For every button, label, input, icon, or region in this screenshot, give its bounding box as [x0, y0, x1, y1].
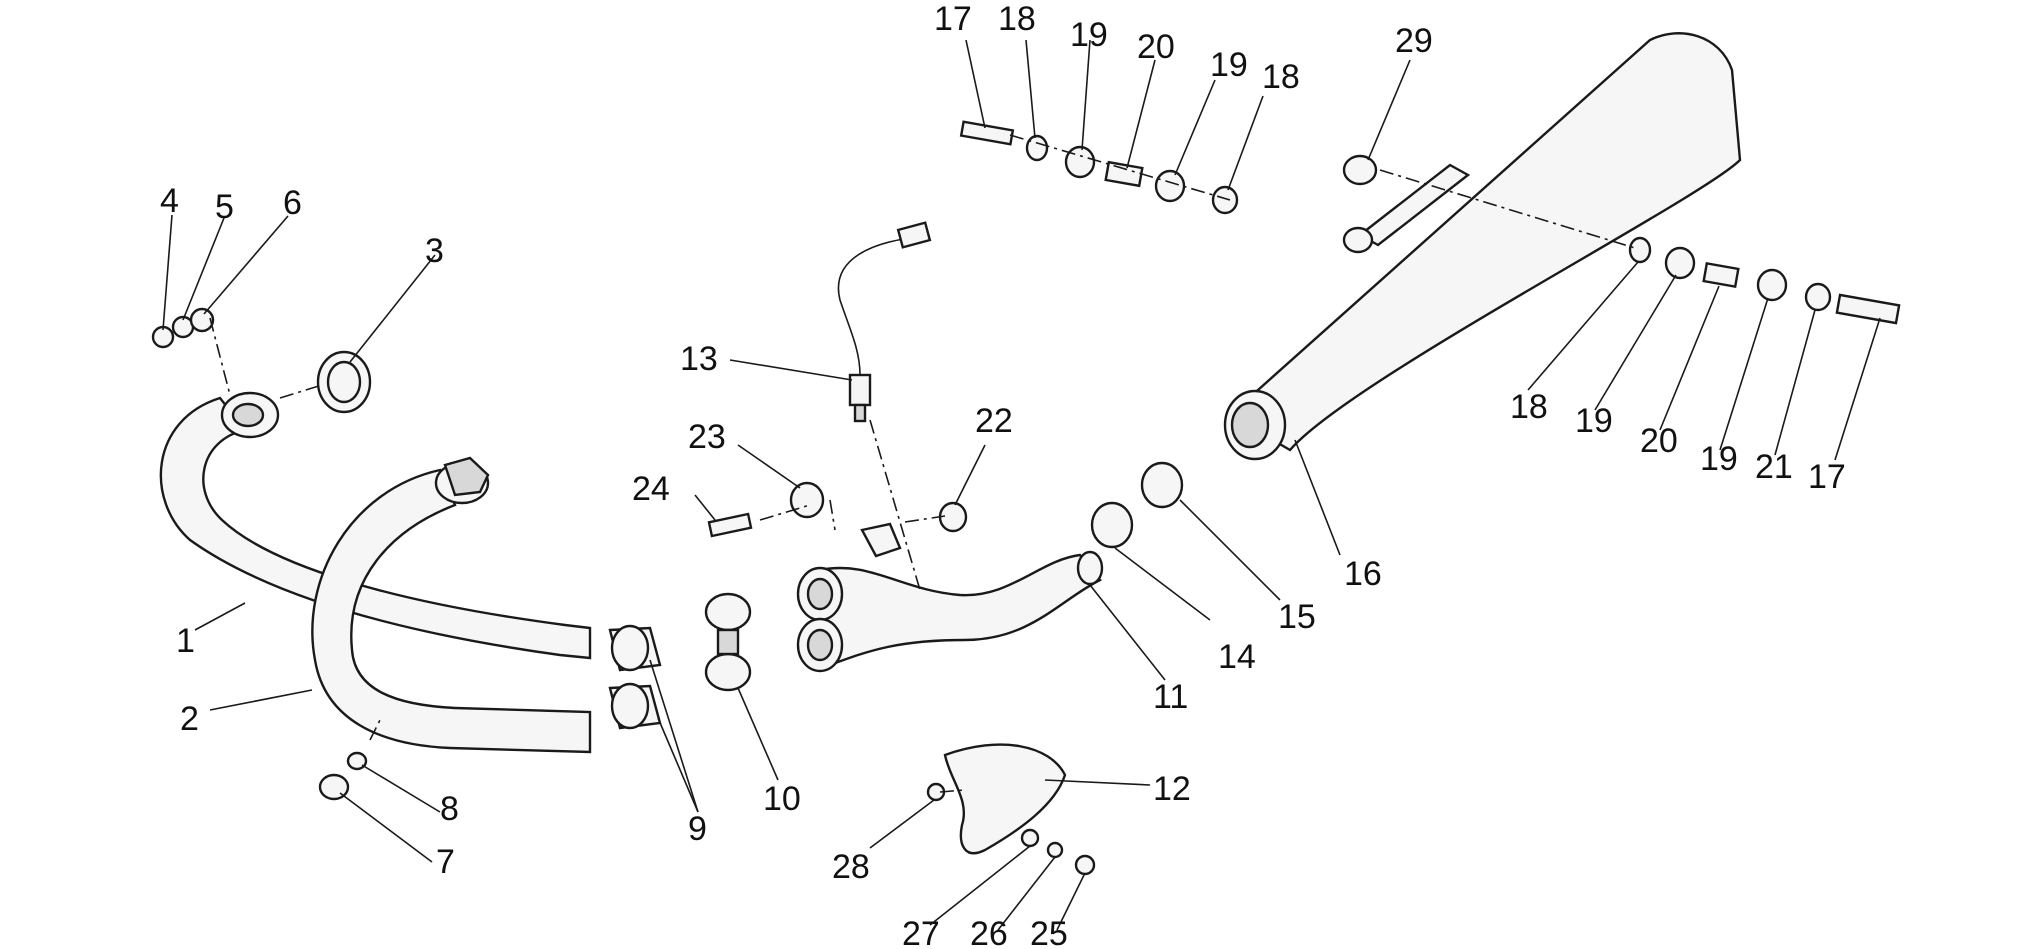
- callout-28: 28: [832, 848, 870, 886]
- y-collector: [796, 522, 1104, 673]
- callout-7: 7: [436, 843, 455, 881]
- double-clamp: [704, 592, 752, 692]
- callout-19-top-right: 19: [1210, 46, 1248, 84]
- callout-20-top: 20: [1137, 28, 1175, 66]
- callout-15: 15: [1278, 598, 1316, 636]
- muffler-clamp: [1090, 461, 1184, 549]
- callout-17-right: 17: [1808, 458, 1846, 496]
- callout-9: 9: [688, 810, 707, 848]
- callout-12: 12: [1153, 770, 1191, 808]
- heat-shield: [943, 743, 1067, 855]
- callout-19-right-a: 19: [1575, 402, 1613, 440]
- assembly-axes: [209, 134, 1636, 793]
- callout-19-top-left: 19: [1070, 16, 1108, 54]
- callout-13: 13: [680, 340, 718, 378]
- callout-20-right: 20: [1640, 422, 1678, 460]
- muffler: [1223, 32, 1742, 461]
- washer-set: [151, 307, 215, 349]
- callout-18-right: 18: [1510, 388, 1548, 426]
- callout-19-right-b: 19: [1700, 440, 1738, 478]
- callout-29: 29: [1395, 22, 1433, 60]
- callout-4: 4: [160, 182, 179, 220]
- callout-10: 10: [763, 780, 801, 818]
- callout-23: 23: [688, 418, 726, 456]
- shield-fasteners: [926, 782, 1096, 876]
- callout-24: 24: [632, 470, 670, 508]
- leader-lines: [162, 39, 1881, 931]
- sleeves: [608, 624, 662, 730]
- callout-18-top-right: 18: [1262, 58, 1300, 96]
- callout-17-top: 17: [934, 0, 972, 38]
- callout-27: 27: [902, 915, 940, 949]
- callout-11: 11: [1153, 678, 1188, 716]
- callout-labels: 1 2 3 4 5 6 7 8 9 10 11 12 13 14 15 16 1…: [160, 0, 1846, 949]
- bottom-nut: [318, 751, 368, 801]
- mount-bracket: [1342, 154, 1471, 254]
- callout-26: 26: [970, 915, 1008, 949]
- callout-14: 14: [1218, 638, 1256, 676]
- gasket-ring: [316, 350, 372, 414]
- callout-8: 8: [440, 790, 459, 828]
- callout-22: 22: [975, 402, 1013, 440]
- right-hardware: [1628, 236, 1901, 325]
- callout-6: 6: [283, 184, 302, 222]
- callout-16: 16: [1344, 555, 1382, 593]
- sensor-hardware: [707, 481, 968, 538]
- callout-1: 1: [176, 622, 195, 660]
- callout-21: 21: [1755, 448, 1793, 486]
- upper-hardware: [959, 120, 1239, 215]
- callout-5: 5: [215, 188, 234, 226]
- callout-18-top-left: 18: [998, 0, 1036, 38]
- header-pipe-2: [311, 456, 592, 754]
- callout-2: 2: [180, 700, 199, 738]
- callout-3: 3: [425, 232, 444, 270]
- lambda-sensor: [837, 221, 932, 423]
- header-pipe-1: [159, 391, 592, 660]
- callout-25: 25: [1030, 915, 1068, 949]
